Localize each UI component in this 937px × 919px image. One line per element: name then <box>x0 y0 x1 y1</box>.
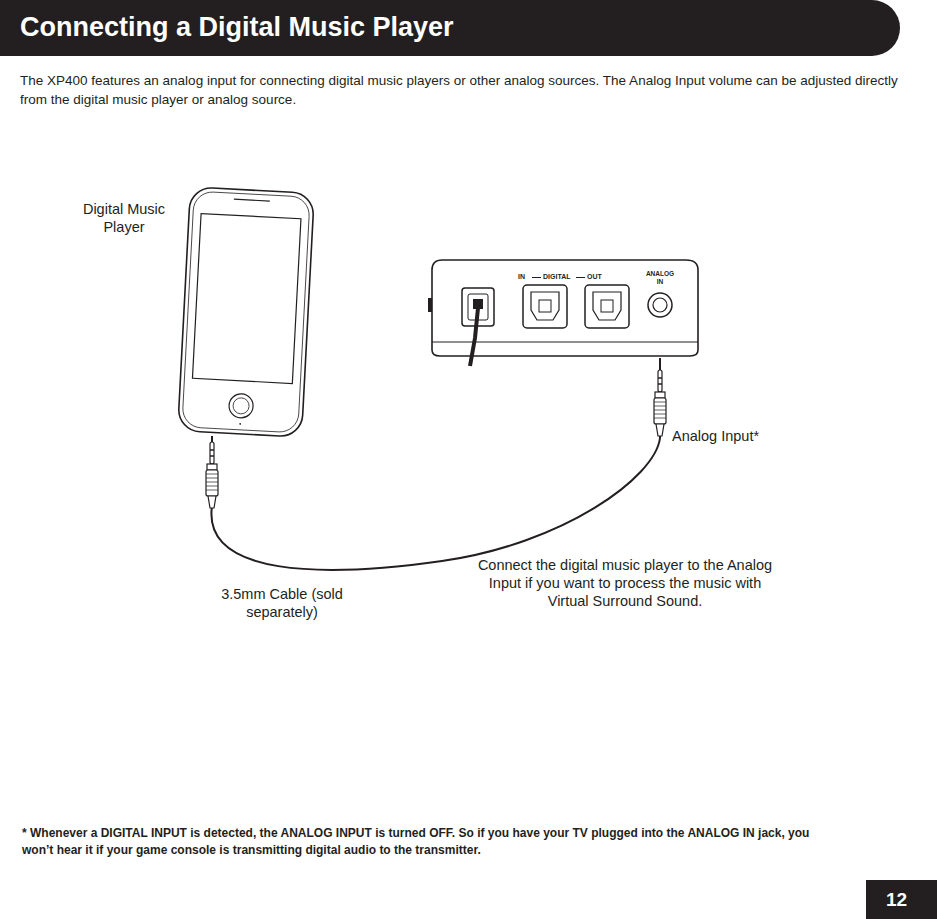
plug-strain-relief <box>656 424 664 436</box>
power-cable <box>470 308 478 366</box>
plug-tip <box>658 370 662 392</box>
intro-text: The XP400 features an analog input for c… <box>20 71 900 109</box>
plug-ring <box>658 383 662 385</box>
plug-ring <box>210 455 214 457</box>
plug-grip <box>654 410 666 411</box>
plug-body <box>206 470 218 496</box>
plug-grip <box>654 418 666 419</box>
home-button <box>233 397 250 414</box>
plug-grip <box>206 482 218 483</box>
optical-port <box>593 292 621 320</box>
device-housing <box>432 260 698 356</box>
plug-collar <box>655 392 665 398</box>
home-button <box>228 393 253 418</box>
device-base-line <box>432 342 698 343</box>
power-plug <box>473 299 483 309</box>
phone-speaker <box>234 199 270 201</box>
plug-tip <box>210 442 214 464</box>
plug-grip <box>206 474 218 475</box>
label-dash <box>532 277 541 278</box>
footnote: * Whenever a DIGITAL INPUT is detected, … <box>22 825 842 859</box>
plug-grip <box>206 490 218 491</box>
page-number: 12 <box>866 880 937 919</box>
plug-ring <box>658 377 662 379</box>
plug-grip <box>206 478 218 479</box>
plug-ring <box>210 449 214 451</box>
port-label: ANALOG IN <box>645 270 675 286</box>
plug-grip <box>206 486 218 487</box>
label-dash <box>576 277 585 278</box>
device-notch <box>428 298 432 312</box>
page-title: Connecting a Digital Music Player <box>20 12 454 43</box>
page-number-text: 12 <box>866 889 927 911</box>
phone-illustration <box>178 186 314 438</box>
plug-body <box>654 398 666 424</box>
port-label: IN <box>518 273 525 280</box>
transmitter: IN DIGITAL OUT ANALOG IN <box>428 258 700 358</box>
plug-grip <box>654 406 666 407</box>
callout-label: Analog Input* <box>672 428 759 444</box>
optical-port <box>531 292 559 320</box>
optical-port <box>539 300 551 312</box>
plug-collar <box>207 464 217 470</box>
page-number-box <box>866 880 937 919</box>
analog-jack <box>653 298 667 312</box>
port-label: DIGITAL <box>543 273 570 280</box>
callout-label: 3.5mm Cable (sold separately) <box>212 585 352 621</box>
optical-port <box>523 285 567 328</box>
device-label: Digital Music Player <box>72 200 176 236</box>
plug-35mm <box>206 442 218 508</box>
phone-outline <box>178 187 315 437</box>
phone-body <box>178 187 315 437</box>
phone-bezel <box>182 191 310 433</box>
port-label: OUT <box>587 273 602 280</box>
phone-mic <box>239 423 241 425</box>
plug-grip <box>654 414 666 415</box>
music-player: Digital Music Player <box>178 186 314 438</box>
optical-port <box>601 300 613 312</box>
callout-label: Connect the digital music player to the … <box>470 556 780 610</box>
plug-grip <box>654 402 666 403</box>
analog-jack <box>648 293 672 317</box>
phone-screen <box>192 214 300 384</box>
plug-strain-relief <box>208 496 216 508</box>
plug-35mm <box>654 370 666 436</box>
optical-port <box>585 285 629 328</box>
title-bar <box>0 0 900 56</box>
